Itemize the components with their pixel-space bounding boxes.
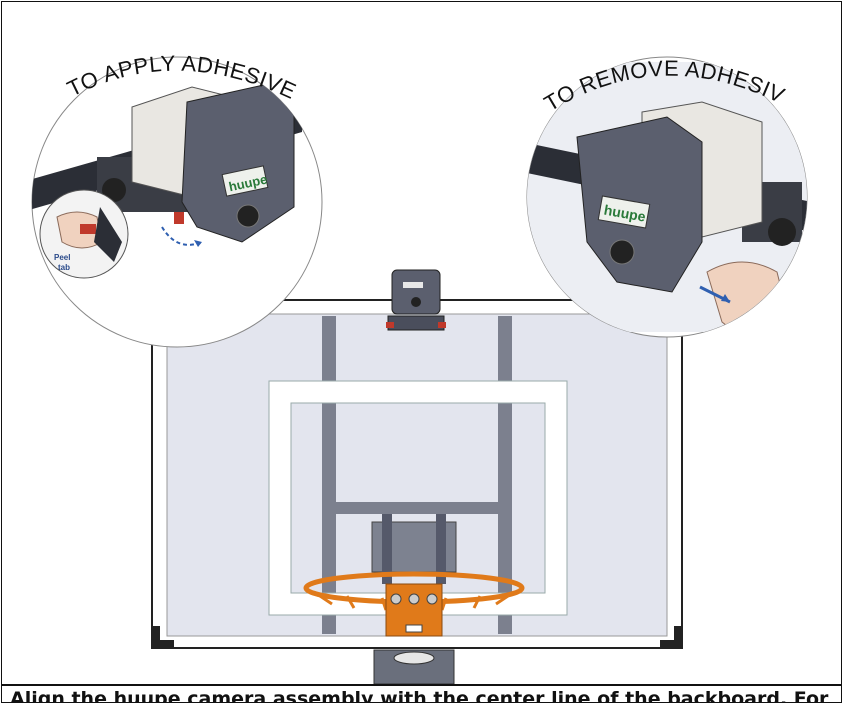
corner-bracket xyxy=(660,626,682,648)
basketball-rim xyxy=(303,571,525,637)
brand-logo: huupe xyxy=(603,202,647,225)
apply-adhesive-inset: huupe Peel tab xyxy=(31,56,323,348)
peel-label-1: Peel xyxy=(54,253,70,262)
crossbar xyxy=(336,502,498,514)
backboard-glass xyxy=(166,313,668,637)
knob xyxy=(768,218,796,246)
support-bar xyxy=(322,316,336,634)
camera-lens xyxy=(236,204,260,228)
mounted-camera xyxy=(386,269,446,331)
pole xyxy=(373,649,455,684)
backboard xyxy=(151,299,683,684)
support-bar xyxy=(498,316,512,634)
caption-divider xyxy=(2,684,841,686)
installation-diagram: huupe Peel tab huupe xyxy=(2,2,808,684)
net-hooks xyxy=(313,590,515,611)
camera-body xyxy=(391,269,441,315)
camera-lens xyxy=(609,239,635,265)
corner-bracket xyxy=(152,626,174,648)
knob xyxy=(102,178,126,202)
remove-adhesive-inset: huupe xyxy=(526,56,808,338)
peel-tab xyxy=(174,212,184,224)
camera-lens xyxy=(411,297,421,307)
instruction-caption: Align the huupe camera assembly with the… xyxy=(10,688,829,703)
peel-label-2: tab xyxy=(58,263,70,272)
